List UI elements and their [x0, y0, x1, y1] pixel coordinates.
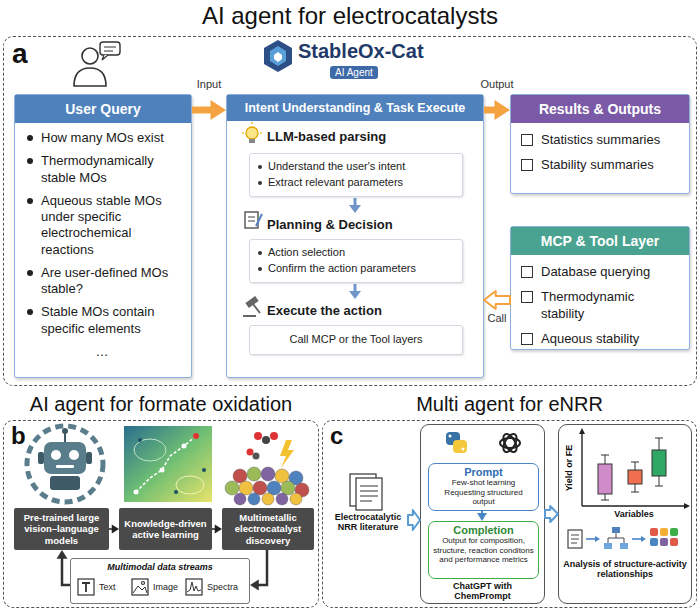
node-text: Analysis of structure-activity relations…	[563, 559, 687, 580]
node-title: AI agent for electrocatalysts	[3, 2, 697, 31]
node-text: Few-shot learning Requesting structured …	[433, 478, 534, 507]
connector	[484, 100, 510, 120]
node-text: Are user-defined MOs stable?	[21, 265, 183, 298]
step-box: Action selectionConfirm the action param…	[249, 239, 463, 283]
node-text: Spectra	[207, 582, 238, 592]
connector	[250, 550, 267, 591]
node-text: How many MOs exist	[21, 130, 183, 146]
node-text: Confirm the action parameters	[256, 261, 456, 277]
node-text: Aqueous stability	[519, 331, 681, 347]
node-text: c	[330, 422, 343, 450]
node-title: Multimodal data streams	[71, 562, 249, 572]
connector-line	[62, 556, 70, 585]
node-text: Stable MOs contain specific elements	[21, 304, 183, 337]
landscape-plot	[124, 426, 212, 502]
node-title: Results & Outputs	[511, 95, 689, 123]
connector	[545, 506, 558, 522]
block-arrow	[545, 506, 558, 522]
connector-line	[481, 511, 483, 515]
stream-icons	[78, 579, 202, 595]
node-title: MCP & Tool Layer	[511, 227, 689, 255]
node-title: Intent Understanding & Task Execute	[227, 95, 483, 121]
node-text: Variables	[599, 509, 669, 519]
node-text: Output for composition, structure, react…	[433, 536, 534, 565]
node-title: Call MCP or the Tool layers	[256, 331, 456, 349]
edge-label: Input	[195, 78, 223, 90]
node-title: Yield or FE	[564, 438, 574, 498]
node-text: Extract relevant parameters	[256, 175, 456, 191]
boxplot-chart	[579, 428, 690, 509]
connector	[192, 100, 226, 120]
node-text: …	[21, 344, 183, 360]
node-text: Execute the action	[267, 303, 382, 318]
document-icon	[350, 474, 382, 510]
node-title: Prompt	[433, 466, 534, 478]
node-text: Database querying	[519, 264, 681, 280]
user-icon	[74, 42, 120, 86]
node-text: LLM-based parsing	[267, 129, 386, 144]
connector-line	[484, 107, 499, 114]
stage-box: Knowledge-driven active learning	[119, 508, 212, 550]
catalyst-illustration	[225, 432, 309, 505]
query-box: User QueryHow many MOs existThermodynami…	[14, 94, 192, 378]
node-text: Text	[99, 582, 116, 592]
gavel-icon	[243, 296, 260, 316]
analysis-panel: Yield or FE VariablesAnalysis of structur…	[558, 424, 692, 604]
notepad-icon	[245, 212, 262, 228]
tool-box: MCP & Tool LayerDatabase queryingThermod…	[510, 226, 690, 350]
stage-box: Pre-trained large vision–language models	[14, 508, 109, 550]
node-text: Statistics summaries	[519, 132, 681, 148]
node-text: a	[12, 38, 28, 70]
node-text: Planning & Decision	[267, 217, 393, 232]
stage-box: Multimetallic electrocatalyst discovery	[222, 508, 314, 550]
connector-line	[192, 107, 215, 114]
node-title: Electrocatalytic NRR literature	[328, 512, 408, 533]
node-title: Knowledge-driven active learning	[122, 518, 209, 541]
node-text: Thermodynamically stable MOs	[21, 153, 183, 186]
node-title: ChatGPT with ChemPrompt	[424, 581, 541, 602]
step-arrow	[349, 198, 361, 299]
step-box: Understand the user's intentExtract rele…	[249, 153, 463, 197]
results-box: Results & OutputsStatistics summariesSta…	[510, 94, 690, 194]
node-text: b	[11, 422, 26, 450]
node-text: Thermodynamic stability	[519, 289, 681, 322]
block-arrow	[484, 291, 510, 309]
tool-logos	[446, 432, 520, 454]
label: StableOx-Cat	[298, 40, 424, 63]
connector	[408, 510, 420, 530]
node-title: Completion	[433, 524, 534, 536]
connector	[477, 511, 487, 521]
block-arrow	[408, 510, 420, 530]
edge-label: Call	[486, 312, 509, 324]
robot-icon	[27, 426, 103, 502]
step-box: Call MCP or the Tool layers	[249, 325, 463, 355]
connector	[109, 525, 119, 534]
node-title: Pre-trained large vision–language models	[17, 512, 106, 546]
logo-icon	[264, 40, 292, 72]
data-stream-box: Multimodal data streamsText Image Spectra	[70, 558, 250, 604]
node-title: Multimetallic electrocatalyst discovery	[225, 512, 311, 546]
connector	[212, 525, 222, 534]
bulb-icon	[242, 122, 262, 143]
node-title: AI agent for formate oxidation	[3, 392, 319, 416]
connector	[484, 291, 510, 309]
connector-line	[109, 528, 114, 530]
node-text: Aqueous stable MOs under specific electr…	[21, 193, 183, 258]
connector-line	[212, 528, 217, 530]
node-title: User Query	[15, 95, 191, 123]
edge-label: Output	[478, 78, 515, 90]
prompt-box: PromptFew-shot learning Requesting struc…	[428, 463, 539, 511]
node-title: Multi agent for eNRR	[322, 392, 697, 416]
node-title: Action selection	[256, 245, 456, 261]
analysis-icons	[568, 527, 678, 549]
node-text: Image	[153, 582, 178, 592]
node-text: Stability summaries	[519, 157, 681, 173]
connector	[57, 550, 71, 585]
intent-box: Intent Understanding & Task ExecuteLLM-b…	[226, 94, 484, 378]
label: AI Agent	[330, 66, 378, 79]
node-title: Understand the user's intent	[256, 159, 456, 175]
connector-line	[256, 550, 267, 585]
completion-box: CompletionOutput for composition, struct…	[428, 521, 539, 579]
